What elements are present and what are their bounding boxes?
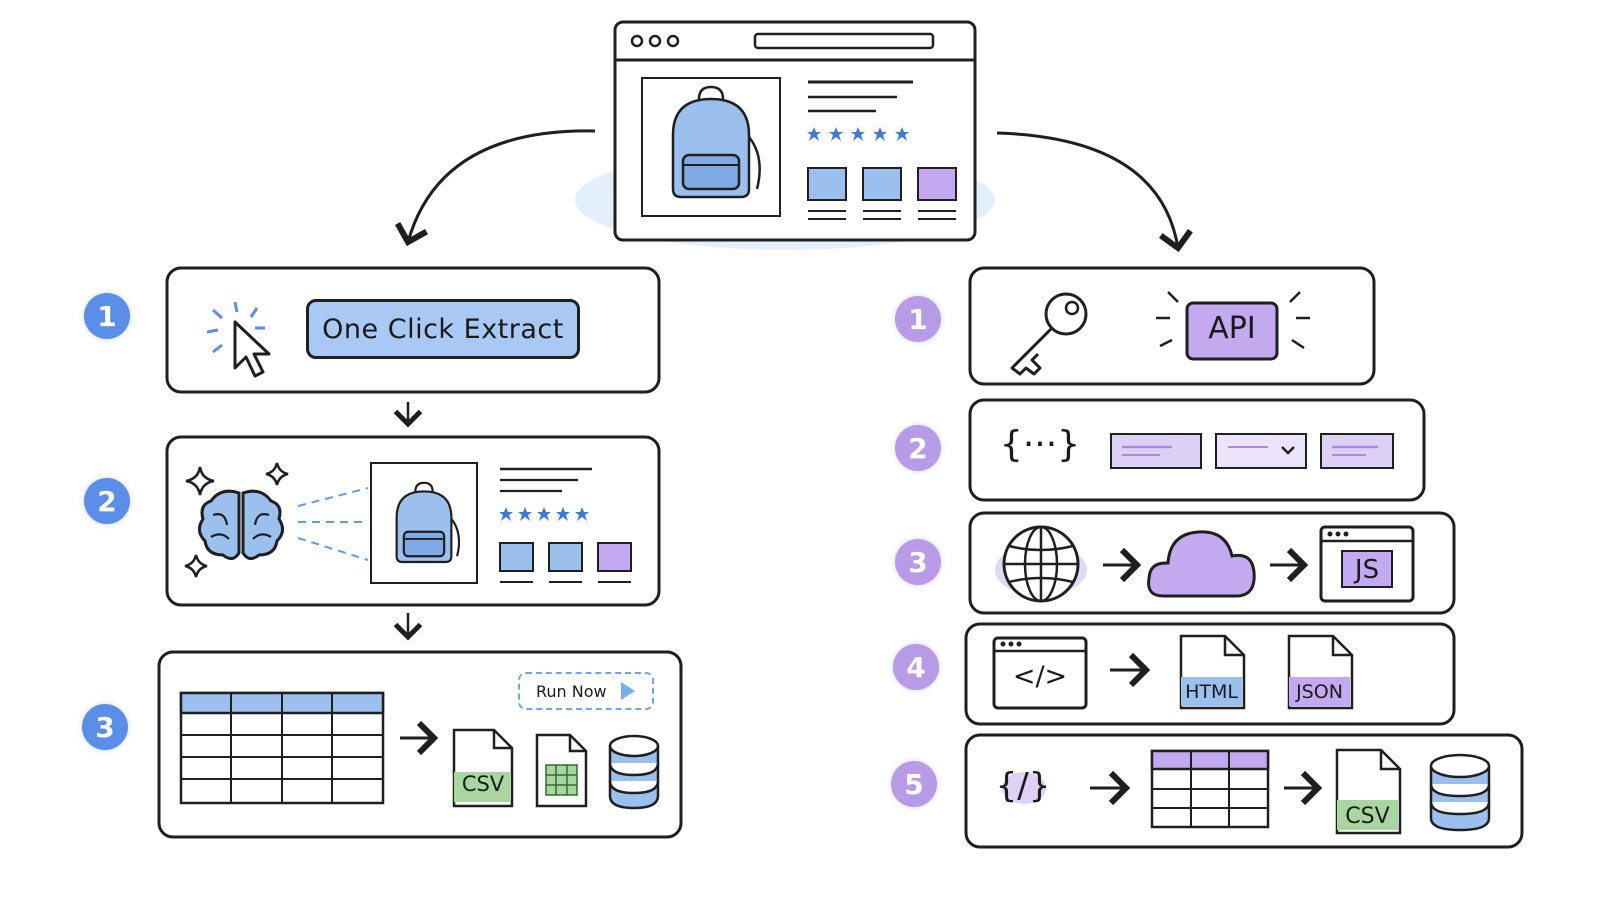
backpack-icon: [395, 481, 461, 564]
step-number-right-3: 3: [895, 539, 941, 585]
product-page-window: [575, 20, 995, 250]
branch-arrow-left: [395, 129, 596, 247]
branch-arrow-right: [996, 131, 1193, 253]
code-tag-label: </>: [1012, 661, 1068, 692]
json-file-icon: [1287, 634, 1354, 710]
code-window-icon: [992, 636, 1088, 710]
step-number-right-4: 4: [893, 644, 939, 690]
chevron-down-icon: [1281, 446, 1295, 455]
run-now-button[interactable]: Run Now: [518, 672, 654, 710]
cursor-click-icon: [206, 301, 271, 378]
sparkle-icon: [185, 466, 215, 496]
csv-label: CSV: [1345, 804, 1390, 829]
one-click-extract-button[interactable]: One Click Extract: [306, 299, 580, 359]
code-braces-icon: {/}: [995, 766, 1051, 806]
html-label: HTML: [1185, 681, 1238, 703]
html-file-icon: [1179, 634, 1246, 710]
brain-icon: [198, 489, 284, 560]
field-select: [1215, 433, 1307, 469]
api-label: API: [1208, 311, 1256, 346]
step-number-left-1: 1: [84, 293, 130, 339]
run-now-label: Run Now: [536, 681, 607, 701]
step-number-right-5: 5: [891, 761, 937, 807]
window-dot-icon: [666, 34, 680, 48]
field-input: [1320, 433, 1394, 469]
right-step-1-box: [968, 266, 1376, 386]
spreadsheet-icon: [535, 733, 588, 808]
table-icon: [179, 691, 385, 805]
backpack-icon: [671, 85, 761, 199]
field-input: [1110, 433, 1202, 469]
step-number-left-3: 3: [82, 704, 128, 750]
globe-icon: [995, 525, 1087, 603]
address-bar: [753, 32, 935, 50]
csv-file-icon: [452, 728, 514, 808]
json-label: JSON: [1296, 681, 1343, 703]
braces-icon: {···}: [999, 424, 1081, 465]
step-number-right-1: 1: [895, 296, 941, 342]
sparkle-icon: [184, 554, 208, 578]
cloud-icon: [1147, 530, 1256, 598]
database-icon: [608, 734, 660, 810]
key-icon: [1010, 292, 1088, 376]
table-icon: [1150, 749, 1270, 829]
csv-file-icon: [1335, 748, 1402, 835]
sparkle-icon: [265, 462, 289, 486]
js-label: JS: [1354, 555, 1380, 585]
step-number-right-2: 2: [895, 425, 941, 471]
play-icon: [620, 682, 635, 700]
window-dot-icon: [630, 34, 644, 48]
api-burst-lines: [1156, 291, 1310, 350]
api-badge: [1185, 301, 1279, 361]
database-icon: [1429, 753, 1491, 832]
window-dot-icon: [648, 34, 662, 48]
csv-label: CSV: [461, 772, 505, 796]
code-window-icon: [1319, 525, 1415, 603]
step-number-left-2: 2: [84, 478, 130, 524]
